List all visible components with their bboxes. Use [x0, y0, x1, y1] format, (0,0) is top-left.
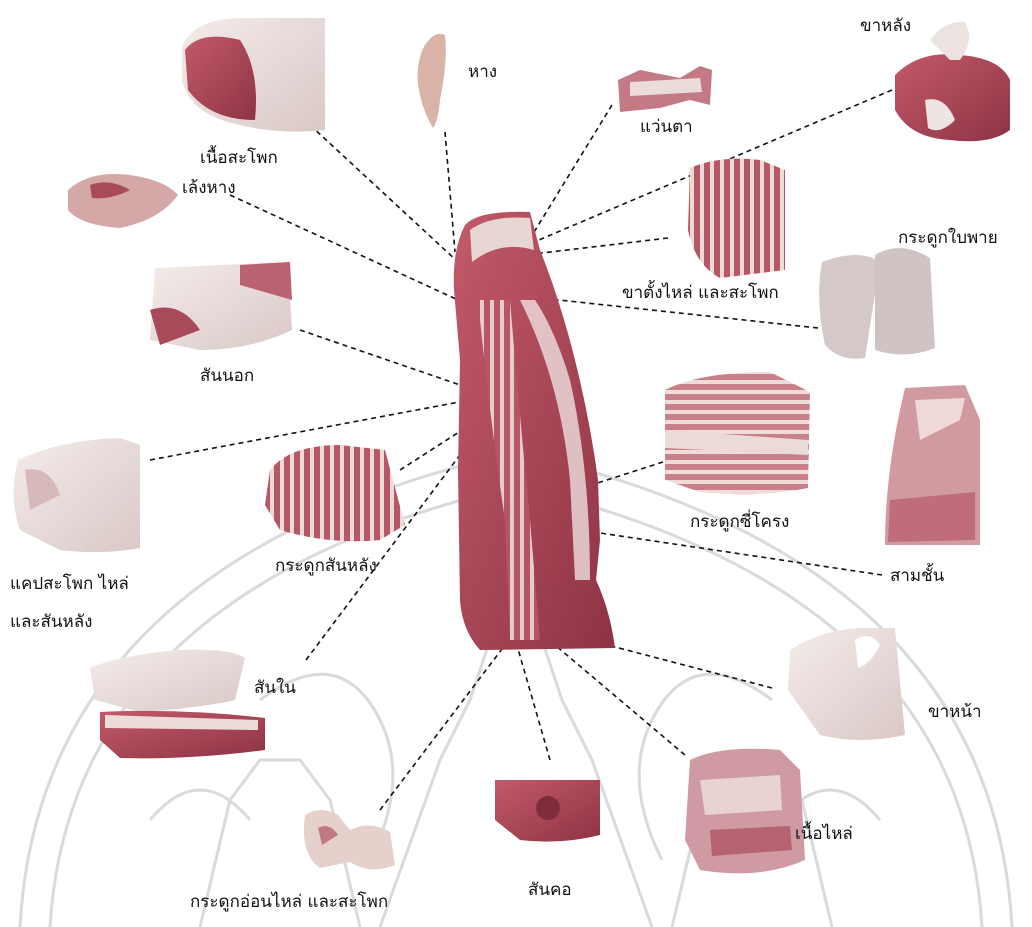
- label-kraduk-on: กระดูกอ่อนไหล่ และสะโพก: [190, 892, 388, 912]
- label-hang: หาง: [468, 62, 497, 82]
- cut-photo-kraduk-si-khrong: [665, 372, 810, 494]
- cut-photo-khalang: [895, 22, 1010, 141]
- label-kraduk-baiphai: กระดูกใบพาย: [898, 228, 998, 248]
- cut-photo-nuea-saphok: [182, 18, 325, 132]
- label-kaep-line2: และสันหลัง: [10, 612, 92, 632]
- cut-photo-kraduk-baiphai: [819, 248, 935, 359]
- cut-photo-san-nai: [90, 650, 265, 759]
- cut-photo-kraduk-on: [304, 810, 395, 869]
- label-kaep-line1: แคปสะโพก ไหล่: [10, 574, 129, 594]
- cut-photo-sam-chan: [885, 385, 980, 545]
- label-sam-chan: สามชั้น: [890, 566, 944, 586]
- cut-photo-san-kho: [495, 780, 600, 842]
- label-san-nai: สันใน: [254, 678, 296, 698]
- label-nuea-saphok: เนื้อสะโพก: [200, 148, 278, 168]
- label-leng-hang: เล้งหาง: [182, 178, 236, 198]
- cut-photo-kraduk-san-lang: [265, 445, 405, 541]
- cut-photo-khatang: [688, 159, 785, 278]
- label-nuea-lai: เนื้อไหล่: [795, 824, 853, 844]
- cut-photo-kha-na: [788, 628, 905, 740]
- label-san-nok: สันนอก: [200, 366, 254, 386]
- label-khatang: ขาตั้งไหล่ และสะโพก: [622, 283, 779, 303]
- cut-photo-nuea-lai: [685, 749, 805, 874]
- label-waenta: แว่นตา: [640, 117, 693, 137]
- cut-photo-san-nok: [150, 262, 292, 350]
- cut-photo-kaep: [13, 438, 140, 552]
- label-khalang: ขาหลัง: [860, 16, 911, 36]
- cut-photo-leng-hang: [68, 174, 178, 228]
- label-kraduk-si-khrong: กระดูกซี่โครง: [690, 512, 789, 532]
- label-san-kho: สันคอ: [528, 880, 572, 900]
- cut-photo-hang: [418, 34, 446, 128]
- label-kha-na: ขาหน้า: [928, 702, 982, 722]
- carcass-photo: [454, 212, 615, 650]
- label-kraduk-san-lang: กระดูกสันหลัง: [275, 556, 377, 576]
- cut-photo-waenta: [618, 66, 712, 112]
